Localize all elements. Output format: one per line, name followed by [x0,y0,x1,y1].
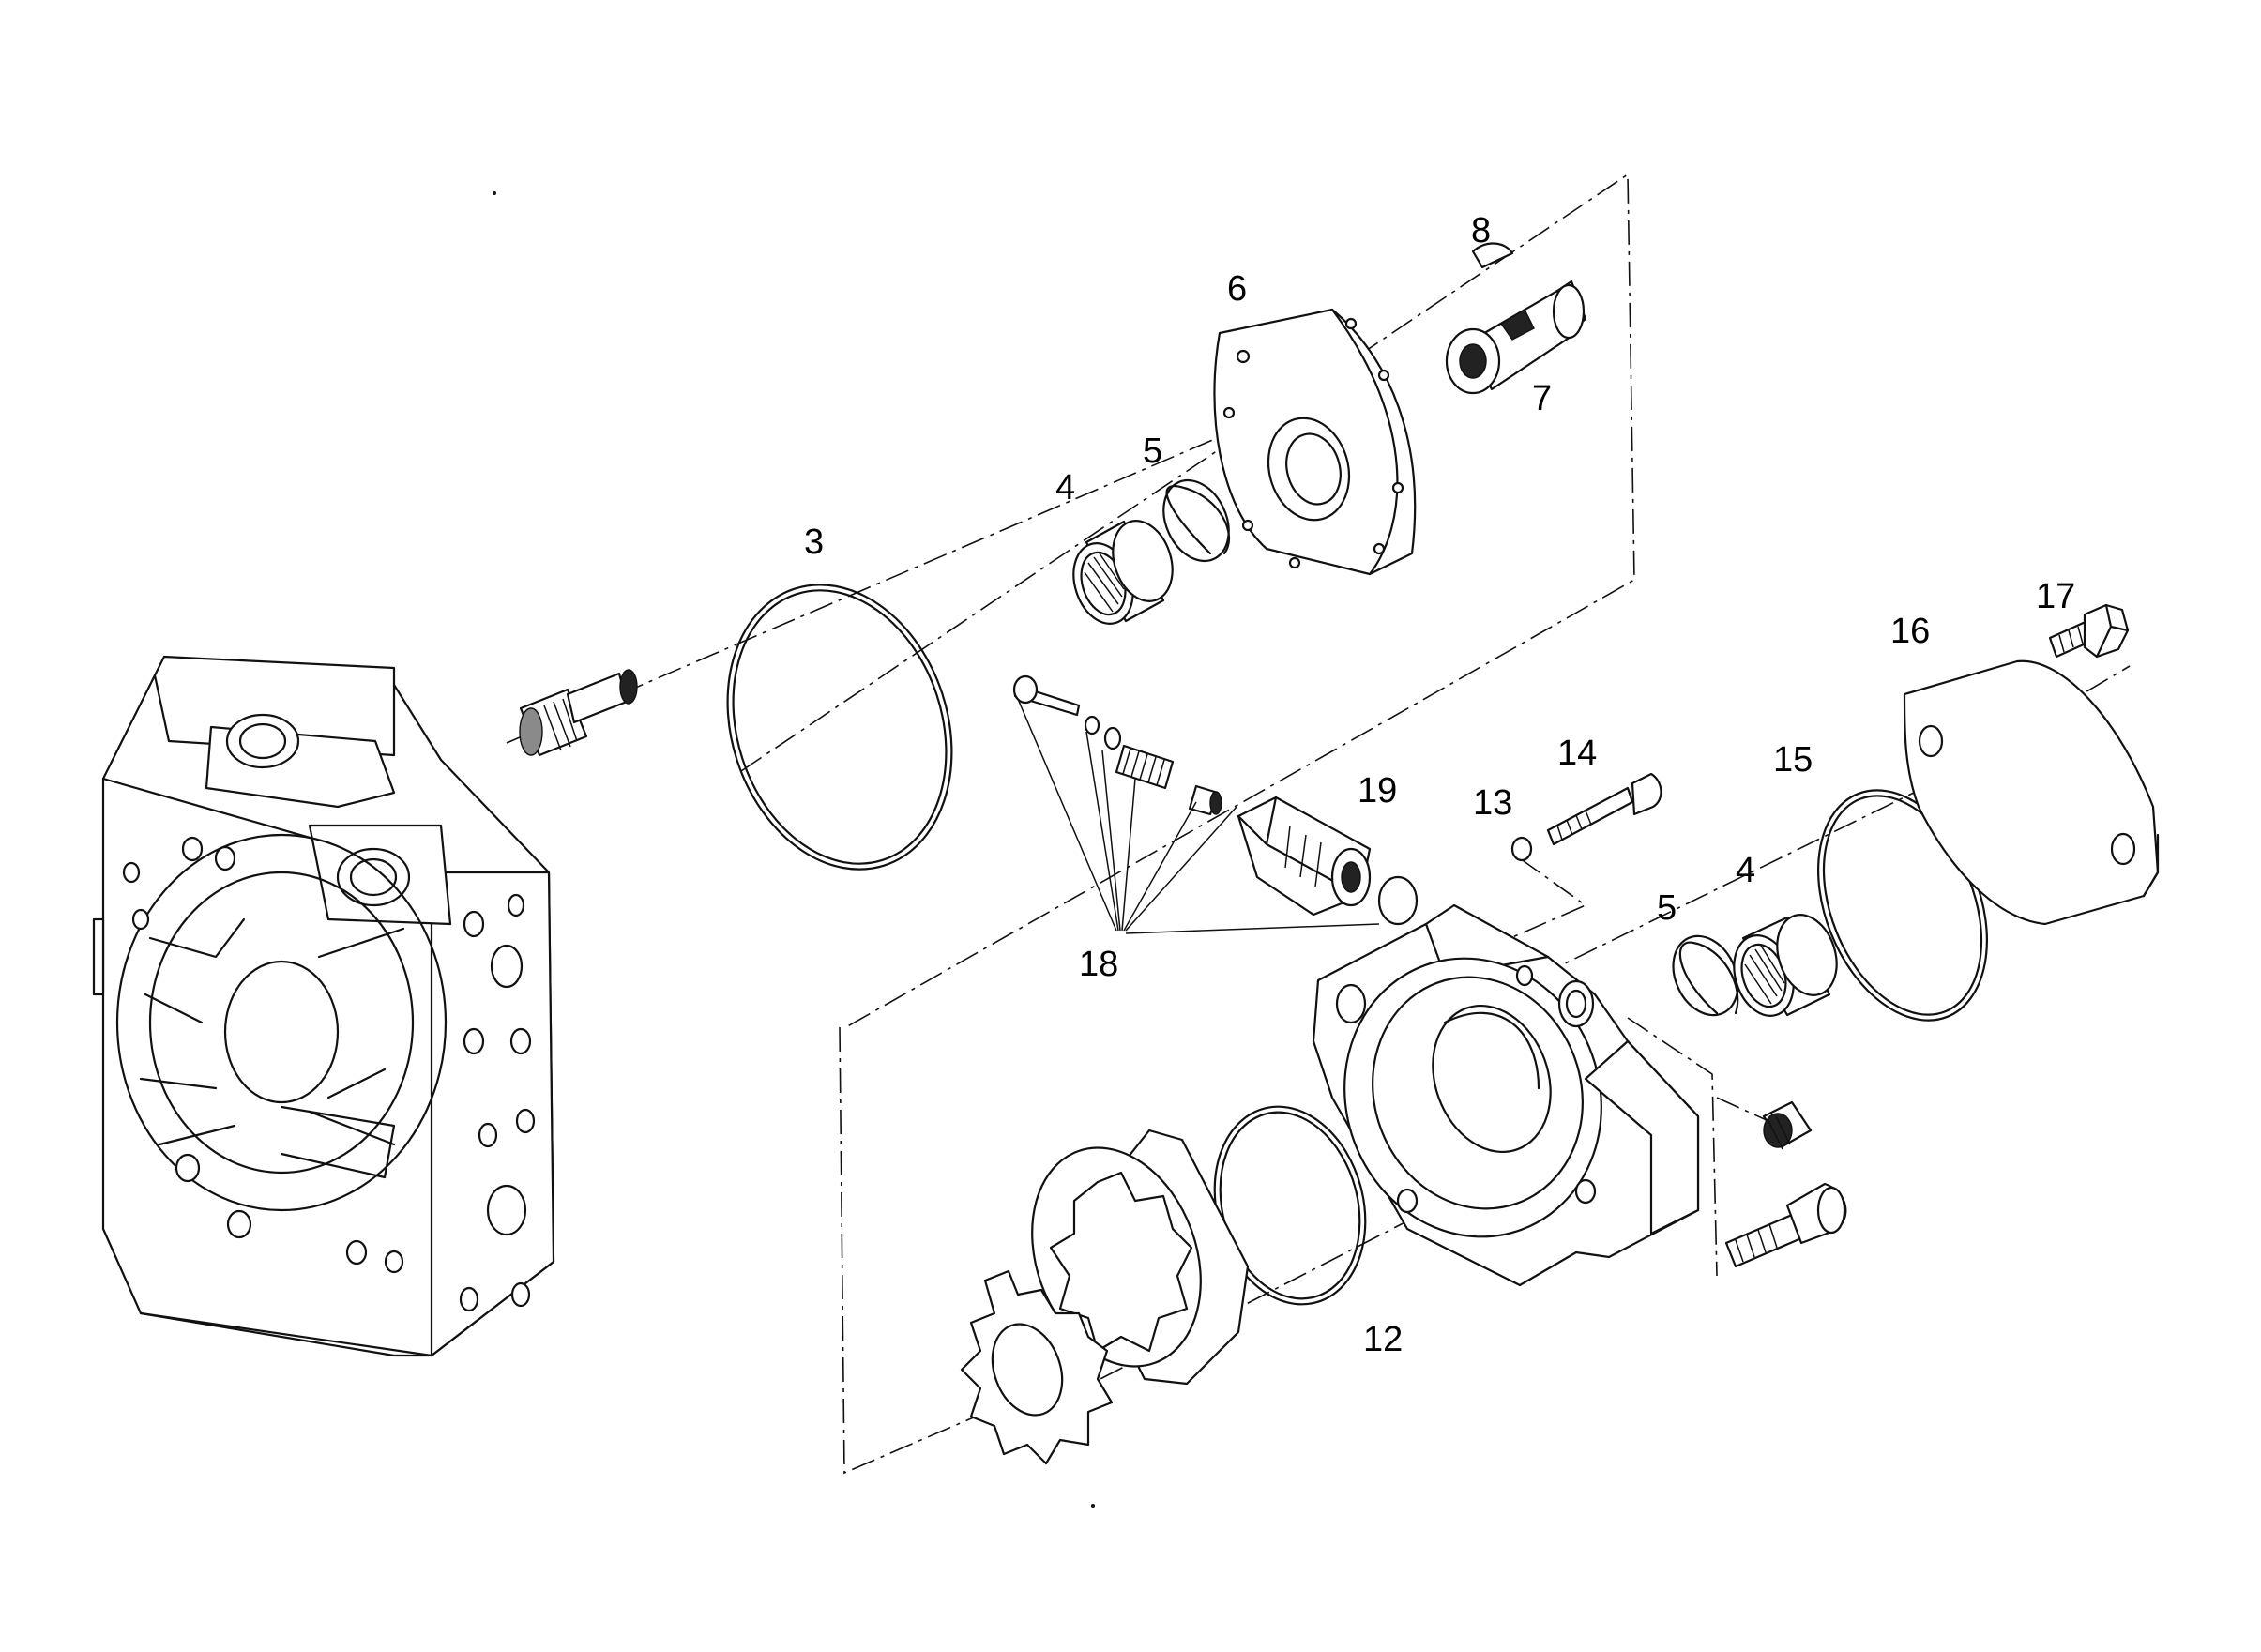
label-4-upper: 4 [1055,468,1075,508]
woodruff-key [1471,242,1514,269]
label-3: 3 [804,523,824,562]
label-5-upper: 5 [1143,432,1162,471]
label-15: 15 [1773,740,1813,780]
hex-bolt-17 [2048,603,2130,659]
main-housing [92,655,555,1357]
label-8: 8 [1471,211,1491,250]
cover-plate [1213,308,1417,576]
gerotor-inner-gear [960,1269,1114,1465]
snap-ring-lower [1672,934,1739,1017]
o-ring-large [726,584,953,871]
drive-shaft [519,669,638,757]
needle-bearing-upper [1072,520,1174,625]
coupling-sleeve [1445,280,1587,395]
speck [493,191,496,195]
label-17: 17 [2036,577,2075,616]
label-18: 18 [1079,945,1118,984]
gerotor-outer-ring [1031,1129,1250,1386]
pump-body [1312,903,1700,1287]
socket-bolt [1724,1182,1847,1268]
label-14: 14 [1557,734,1597,773]
speck [1091,1504,1095,1508]
label-7: 7 [1532,379,1552,418]
callout-labels: 3 4 5 6 7 8 12 13 14 4 5 15 16 17 18 19 [804,211,2075,1359]
valve-cartridge [1237,796,1419,926]
relief-valve-parts [1012,674,1380,934]
plug [1762,1100,1813,1150]
label-16: 16 [1890,612,1930,651]
label-4-lower: 4 [1736,851,1755,890]
label-5-lower: 5 [1657,888,1677,928]
snap-ring-upper [1162,478,1230,563]
label-13: 13 [1473,783,1512,823]
end-cover-16 [1903,659,2160,926]
washer-13 [1510,836,1533,862]
label-12: 12 [1363,1320,1403,1359]
label-6: 6 [1227,269,1247,309]
label-19: 19 [1358,771,1397,811]
cap-screw-14 [1546,772,1662,846]
needle-bearing-lower [1733,914,1838,1017]
